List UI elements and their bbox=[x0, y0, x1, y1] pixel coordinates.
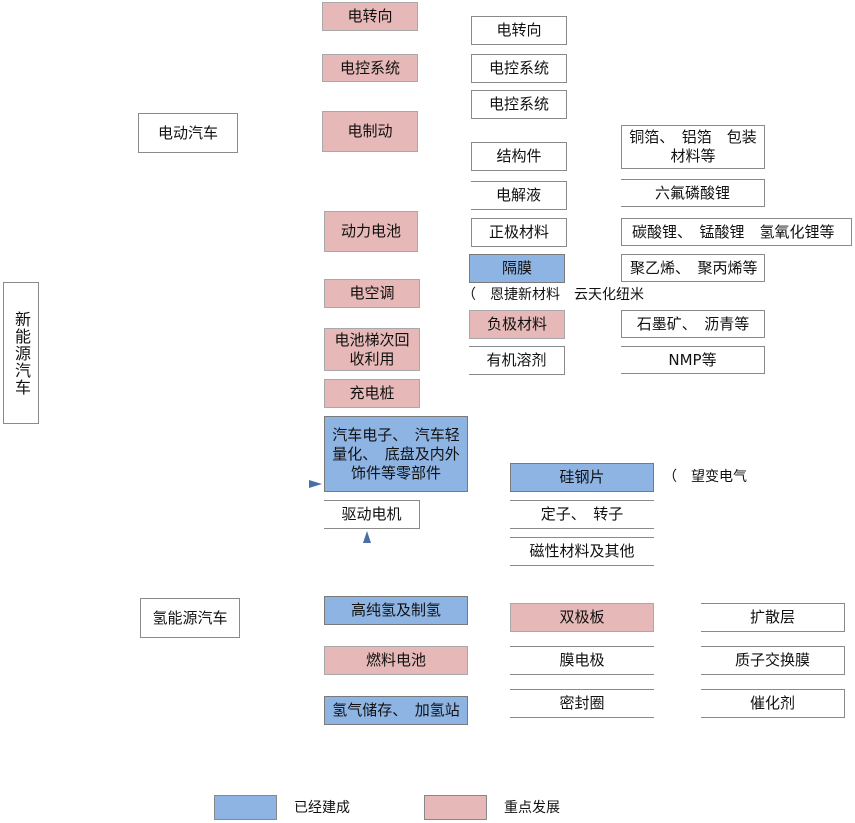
l2-electrolyte-node: 电解液 bbox=[471, 181, 567, 210]
l2-cathode-label: 正极材料 bbox=[488, 223, 549, 241]
motor-stator-rotor-node: 定子、 转子 bbox=[510, 500, 654, 529]
h2-seal-label: 密封圈 bbox=[559, 694, 605, 712]
h2-storage-node: 氢气储存、 加氢站 bbox=[324, 696, 468, 725]
l2-solvent-label: 有机溶剂 bbox=[486, 351, 547, 369]
l3-anode-materials-label: 石墨矿、 沥青等 bbox=[636, 314, 750, 333]
legend-focus-swatch bbox=[424, 795, 487, 820]
l2-anode-node: 负极材料 bbox=[469, 310, 565, 339]
l3-separator-materials-node: 聚乙烯、 聚丙烯等 bbox=[621, 254, 765, 282]
motor-magnetic-label: 磁性材料及其他 bbox=[529, 542, 635, 560]
l2-control-node: 电控系统 bbox=[471, 54, 567, 83]
l2-separator-node: 隔膜 bbox=[469, 254, 565, 283]
ev-braking-node: 电制动 bbox=[322, 111, 418, 152]
h2-bipolar-node: 双极板 bbox=[510, 603, 654, 632]
l3-cathode-materials-label: 碳酸锂、 锰酸锂 氢氧化锂等 bbox=[632, 222, 835, 241]
l2-control2-label: 电控系统 bbox=[488, 95, 549, 113]
ev-recycle-node: 电池梯次回 收利用 bbox=[324, 328, 420, 371]
ev-steering-node: 电转向 bbox=[322, 2, 418, 31]
ev-control-label: 电控系统 bbox=[339, 58, 400, 77]
l2-structure-node: 结构件 bbox=[471, 142, 567, 171]
ev-label: 电动汽车 bbox=[157, 123, 218, 142]
ev-control-node: 电控系统 bbox=[322, 54, 418, 82]
h2-catalyst-node: 催化剂 bbox=[701, 689, 845, 718]
l3-nmp-node: NMP等 bbox=[621, 346, 765, 374]
h2-fuel-cell-node: 燃料电池 bbox=[324, 646, 468, 675]
ev-battery-label: 动力电池 bbox=[340, 222, 401, 240]
ev-electronics-label: 汽车电子、 汽车轻 量化、 底盘及内外 饰件等零部件 bbox=[332, 425, 460, 482]
arrow-up-icon bbox=[363, 531, 371, 543]
l3-lipf6-node: 六氟磷酸锂 bbox=[621, 179, 765, 207]
h2-pem-label: 质子交换膜 bbox=[734, 651, 810, 669]
ev-braking-label: 电制动 bbox=[347, 122, 393, 140]
ev-recycle-label: 电池梯次回 收利用 bbox=[334, 330, 410, 368]
motor-silicon-steel-node: 硅钢片 bbox=[510, 463, 654, 492]
root-node: 新能源汽车 bbox=[3, 282, 39, 424]
ev-ac-label: 电空调 bbox=[349, 284, 395, 302]
ev-node: 电动汽车 bbox=[138, 113, 238, 153]
l3-foil-label: 铜箔、 铝箔 包装 材料等 bbox=[629, 128, 757, 165]
l2-cathode-node: 正极材料 bbox=[471, 218, 567, 247]
ev-motor-label: 驱动电机 bbox=[341, 505, 402, 523]
legend-built-swatch bbox=[214, 795, 277, 820]
l2-electrolyte-label: 电解液 bbox=[495, 186, 541, 204]
hydrogen-node: 氢能源汽车 bbox=[140, 598, 240, 638]
arrow-right-icon bbox=[309, 480, 322, 488]
h2-production-label: 高纯氢及制氢 bbox=[350, 601, 441, 619]
l3-separator-materials-label: 聚乙烯、 聚丙烯等 bbox=[630, 258, 758, 277]
l3-anode-materials-node: 石墨矿、 沥青等 bbox=[621, 310, 765, 338]
l3-foil-node: 铜箔、 铝箔 包装 材料等 bbox=[621, 125, 765, 169]
ev-steering-label: 电转向 bbox=[347, 7, 393, 25]
l2-steering-label: 电转向 bbox=[496, 21, 542, 39]
legend-built-label: 已经建成 bbox=[294, 800, 350, 816]
h2-storage-label: 氢气储存、 加氢站 bbox=[332, 701, 460, 719]
l2-structure-label: 结构件 bbox=[496, 147, 542, 165]
hydrogen-label: 氢能源汽车 bbox=[152, 608, 228, 627]
motor-silicon-steel-label: 硅钢片 bbox=[559, 468, 605, 486]
l2-steering-node: 电转向 bbox=[471, 16, 567, 45]
h2-diffusion-label: 扩散层 bbox=[749, 608, 795, 626]
h2-bipolar-label: 双极板 bbox=[559, 608, 605, 626]
l2-control-label: 电控系统 bbox=[488, 59, 549, 77]
h2-fuel-cell-label: 燃料电池 bbox=[365, 651, 426, 669]
ev-electronics-node: 汽车电子、 汽车轻 量化、 底盘及内外 饰件等零部件 bbox=[324, 416, 468, 492]
h2-pem-node: 质子交换膜 bbox=[701, 646, 845, 675]
l2-solvent-node: 有机溶剂 bbox=[469, 346, 565, 375]
l2-anode-label: 负极材料 bbox=[486, 315, 547, 333]
h2-seal-node: 密封圈 bbox=[510, 689, 654, 718]
h2-electrode-node: 膜电极 bbox=[510, 646, 654, 675]
l3-lipf6-label: 六氟磷酸锂 bbox=[654, 183, 730, 202]
ev-motor-node: 驱动电机 bbox=[324, 500, 420, 529]
ev-charging-node: 充电桩 bbox=[324, 379, 420, 408]
h2-production-node: 高纯氢及制氢 bbox=[324, 596, 468, 625]
ev-battery-node: 动力电池 bbox=[324, 211, 418, 252]
h2-electrode-label: 膜电极 bbox=[559, 651, 605, 669]
l3-cathode-materials-node: 碳酸锂、 锰酸锂 氢氧化锂等 bbox=[621, 218, 852, 246]
l2-separator-note: （ 恩捷新材料 云天化纽米 bbox=[462, 287, 644, 303]
ev-charging-label: 充电桩 bbox=[349, 384, 395, 402]
h2-catalyst-label: 催化剂 bbox=[749, 694, 795, 712]
ev-ac-node: 电空调 bbox=[324, 279, 420, 308]
motor-stator-rotor-label: 定子、 转子 bbox=[540, 505, 624, 523]
h2-diffusion-node: 扩散层 bbox=[701, 603, 845, 632]
legend-focus-label: 重点发展 bbox=[504, 800, 560, 816]
root-label: 新能源汽车 bbox=[12, 310, 31, 396]
l3-nmp-label: NMP等 bbox=[668, 350, 717, 369]
motor-magnetic-node: 磁性材料及其他 bbox=[510, 537, 654, 566]
l2-control2-node: 电控系统 bbox=[471, 90, 567, 119]
l2-separator-label: 隔膜 bbox=[501, 259, 532, 277]
motor-silicon-note: （ 望变电气 bbox=[663, 469, 747, 485]
